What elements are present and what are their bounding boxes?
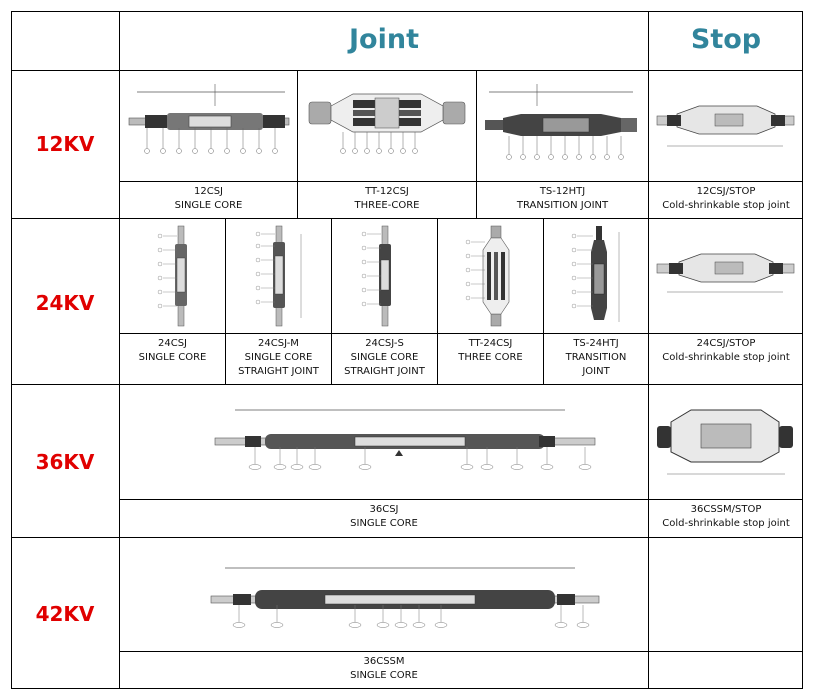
joint-drawing-tt-12csj	[308, 93, 466, 154]
stop-drawing-24csj-stop	[656, 253, 795, 293]
voltage-label-12kv: 12KV	[35, 132, 95, 156]
stop-header: Stop	[690, 24, 762, 55]
joint-drawing-36csj	[214, 409, 596, 470]
voltage-label-42kv: 42KV	[35, 602, 95, 626]
joint-drawing-tt-24csj	[465, 225, 510, 327]
joint-drawing-24csj	[157, 225, 187, 327]
joint-drawing-24csj-m	[255, 225, 302, 327]
joint-drawing-ts-12htj	[485, 84, 637, 160]
voltage-label-24kv: 24KV	[35, 291, 95, 315]
joint-drawing-ts-24htj	[571, 226, 620, 322]
joint-drawing-12csj	[128, 84, 290, 154]
voltage-label-36kv: 36KV	[35, 450, 95, 474]
joint-drawing-24csj-s	[361, 225, 391, 327]
joint-header: Joint	[349, 24, 419, 55]
stop-drawing-36cssm-stop	[657, 409, 793, 475]
joint-drawing-36cssm	[210, 567, 600, 628]
stop-drawing-12csj-stop	[656, 105, 795, 147]
